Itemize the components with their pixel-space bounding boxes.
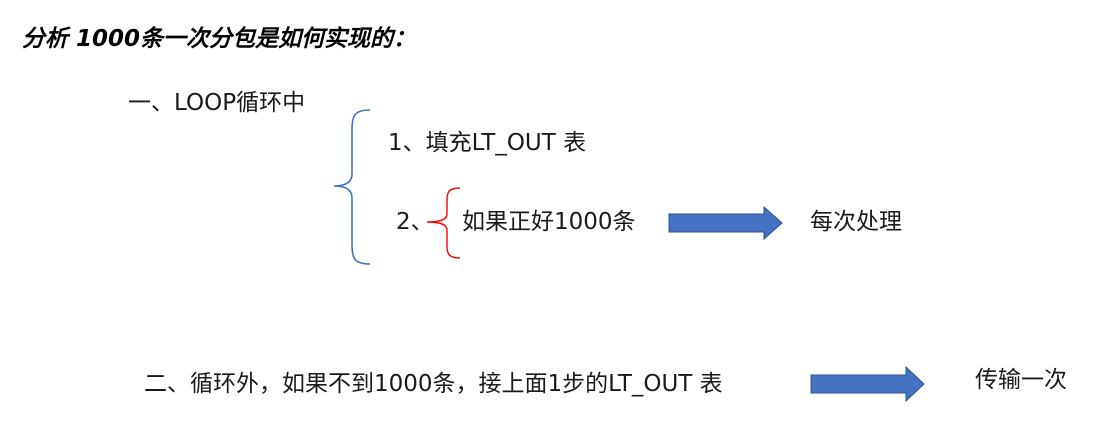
- small-brace-icon: [426, 187, 461, 259]
- right-arrow-icon: [668, 205, 783, 241]
- right-arrow-icon: [810, 365, 925, 403]
- step-1-label: 1、填充LT_OUT 表: [388, 130, 587, 156]
- diagram-title: 分析 1000条一次分包是如何实现的：: [22, 26, 417, 52]
- result-1-label: 每次处理: [810, 209, 902, 235]
- condition-label: 如果正好1000条: [462, 209, 636, 235]
- arrow-1-shape: [668, 205, 783, 241]
- section-1-heading: 一、LOOP循环中: [128, 90, 306, 116]
- big-brace-icon: [333, 109, 371, 265]
- section-2-label: 二、循环外，如果不到1000条，接上面1步的LT_OUT 表: [144, 371, 723, 397]
- arrow-2-shape: [810, 365, 925, 403]
- small-brace-path: [426, 187, 461, 259]
- step-2-label: 2、: [396, 209, 434, 235]
- result-2-label: 传输一次: [975, 367, 1067, 393]
- big-brace-path: [333, 109, 371, 265]
